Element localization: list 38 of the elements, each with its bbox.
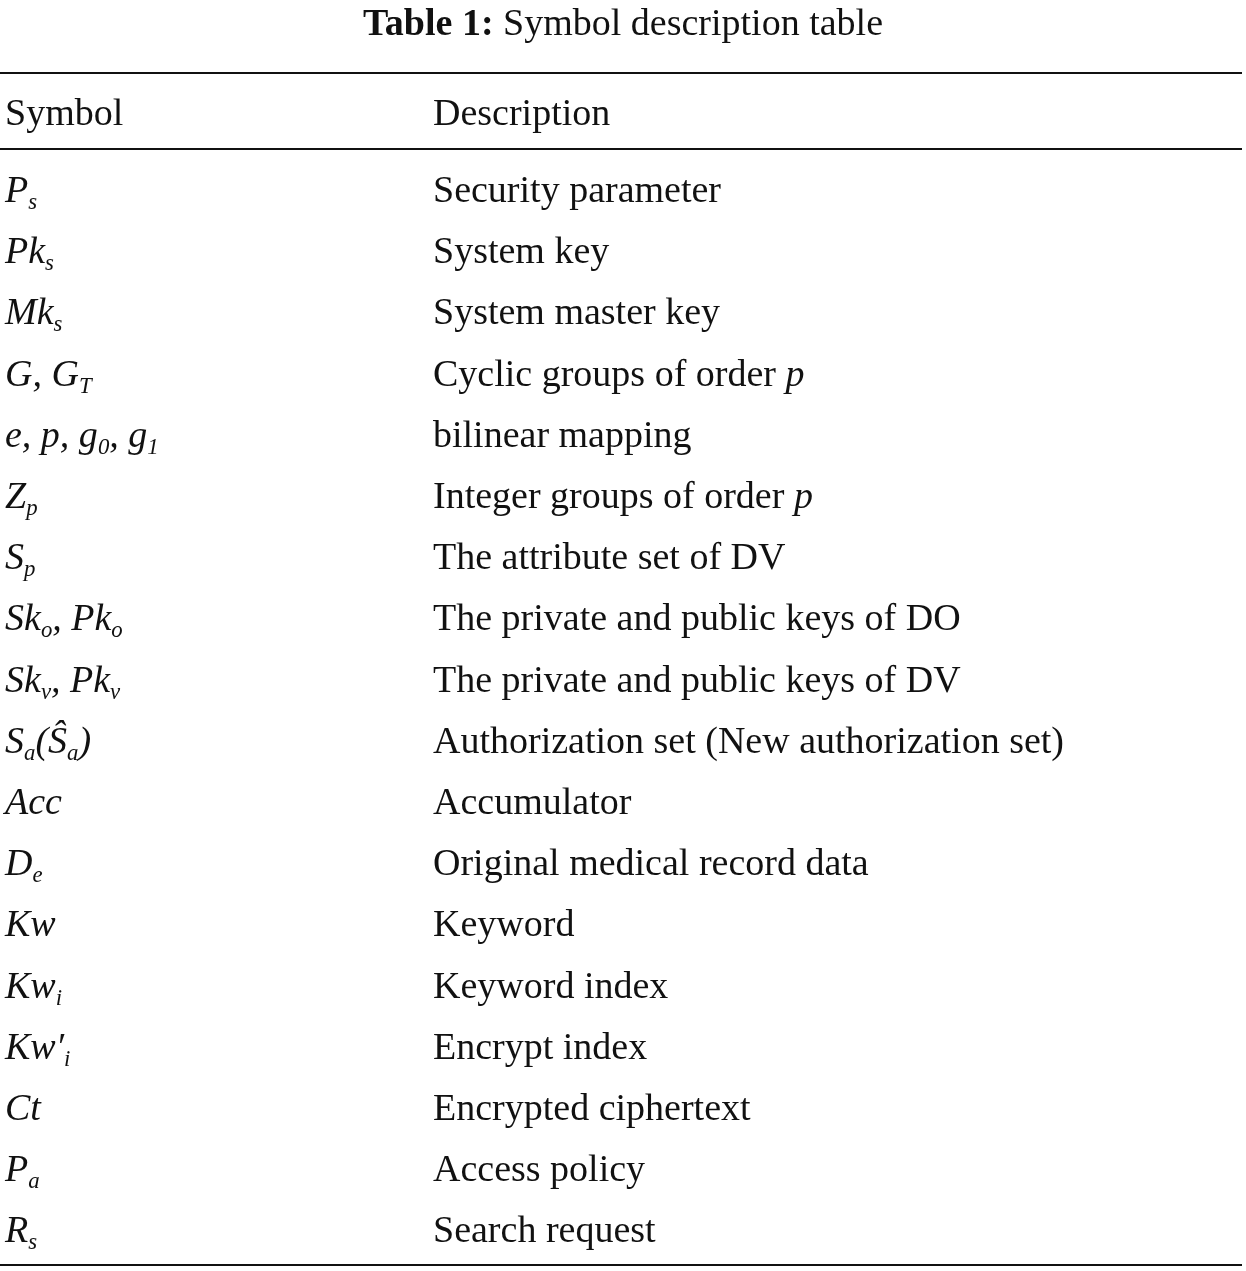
description-text: System master key — [433, 289, 721, 334]
description-text: System key — [433, 228, 610, 273]
description-text: The attribute set of DV — [433, 534, 786, 579]
description-text: Cyclic groups of order p — [433, 350, 805, 395]
description-text: Keyword index — [433, 962, 669, 1007]
symbol-text: P$_{s}$ — [5, 167, 38, 211]
symbol-text: Kw′$_{i}$ — [5, 1023, 71, 1068]
symbol-text: R$_{s}$ — [5, 1207, 38, 1252]
symbol-text: Sk$_{o}$, Pk$_{o}$ — [5, 595, 123, 640]
description-text: Encrypt index — [433, 1023, 648, 1068]
symbol-text: Sk$_{v}$, Pk$_{v}$ — [5, 656, 121, 701]
description-text: Accumulator — [433, 779, 632, 823]
symbol-text: Ct — [5, 1085, 41, 1129]
description-text: Access policy — [433, 1146, 646, 1191]
description-text: Original medical record data — [433, 840, 869, 885]
description-text: Authorization set (New authorization set) — [433, 717, 1065, 762]
symbol-text: P$_{a}$ — [5, 1146, 40, 1191]
symbol-text: e, p, g$_{0}$, g$_{1}$ — [5, 411, 159, 456]
symbol-text: G, G$_{T}$ — [5, 350, 92, 395]
symbol-text: Kw — [5, 901, 56, 946]
table-title: Table 1: Symbol description table — [363, 1, 883, 43]
description-text: Keyword — [433, 901, 575, 946]
description-text: bilinear mapping — [433, 411, 692, 456]
description-text: Encrypted ciphertext — [433, 1085, 751, 1129]
symbol-text: D$_{e}$ — [5, 840, 43, 885]
symbol-text: S$_{p}$ — [5, 534, 36, 579]
symbol-text: Kw$_{i}$ — [5, 962, 63, 1007]
description-text: Integer groups of order p — [433, 473, 813, 517]
description-text: Search request — [433, 1207, 656, 1252]
description-text: Security parameter — [433, 167, 722, 211]
description-text: The private and public keys of DV — [433, 656, 961, 701]
symbol-text: Mk$_{s}$ — [5, 289, 63, 334]
symbol-text: S$_{a}$(Ŝ$_{a}$) — [5, 717, 92, 762]
column-header: Symbol — [5, 90, 124, 134]
column-header: Description — [433, 90, 611, 134]
description-text: The private and public keys of DO — [433, 595, 961, 640]
symbol-text: Acc — [5, 779, 62, 823]
symbol-text: Pk$_{s}$ — [5, 228, 54, 273]
